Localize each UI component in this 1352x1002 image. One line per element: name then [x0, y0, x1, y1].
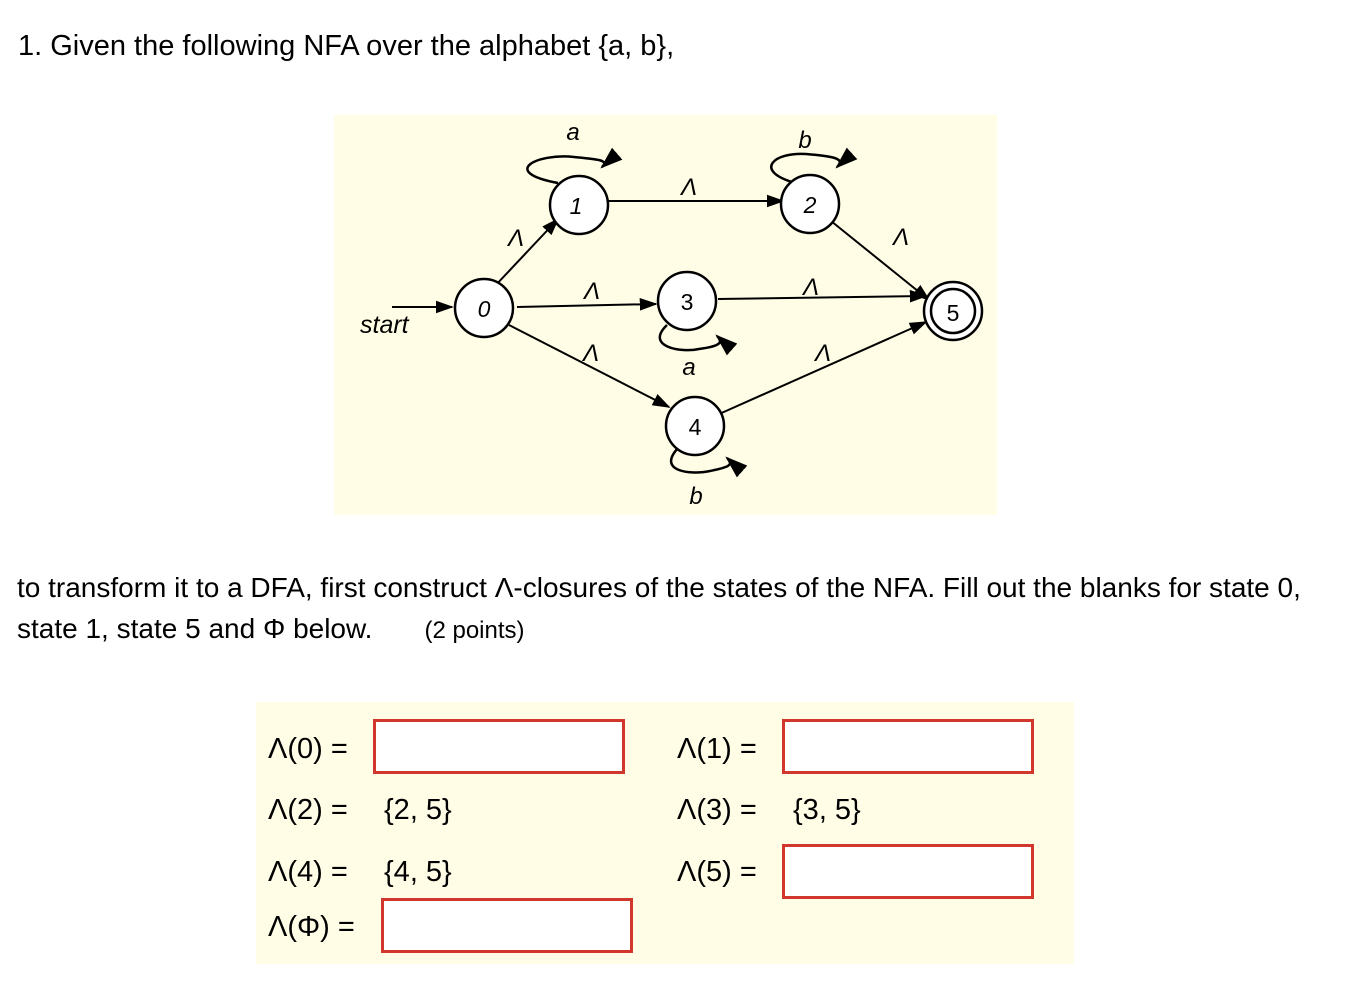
instructions-text: to transform it to a DFA, first construc…: [17, 572, 1301, 644]
state-1: 1: [548, 174, 610, 236]
edge-label-3-5: Λ: [801, 274, 819, 301]
edge-label-4-4: b: [689, 483, 702, 510]
edge-3-5: [717, 289, 928, 303]
edge-label-3-3: a: [682, 354, 695, 381]
edge-0-4: [508, 324, 671, 408]
closure-4-value: {4, 5}: [384, 856, 452, 888]
closure-2-value: {2, 5}: [384, 794, 452, 826]
state-2: 2: [779, 173, 841, 235]
points-label: (2 points): [424, 617, 525, 644]
closure-1-label: Λ(1) =: [677, 733, 757, 765]
edge-label-2-5: Λ: [891, 224, 909, 251]
state-2-label: 2: [803, 192, 817, 218]
edge-label-1-2: Λ: [679, 174, 697, 201]
state-3-label: 3: [681, 289, 694, 315]
closure-4-label: Λ(4) =: [268, 856, 348, 888]
closure-3-value: {3, 5}: [793, 794, 861, 826]
nfa-diagram: start 0 1 2 3 4: [334, 115, 997, 515]
state-5-label: 5: [947, 300, 960, 326]
edge-label-1-1: a: [566, 119, 579, 146]
edge-label-0-3: Λ: [582, 278, 600, 305]
closure-3-label: Λ(3) =: [677, 794, 757, 826]
nfa-diagram-svg: start 0 1 2 3 4: [360, 119, 984, 510]
state-0: 0: [453, 277, 515, 339]
closure-2-label: Λ(2) =: [268, 794, 348, 826]
closure-5-label: Λ(5) =: [677, 856, 757, 888]
edge-4-5: [716, 321, 928, 416]
edge-label-0-4: Λ: [581, 340, 599, 367]
edge-0-1: [493, 217, 560, 288]
loop-1-a: [526, 147, 623, 185]
state-5-accepting: 5: [922, 280, 984, 342]
loop-2-b: [770, 147, 858, 184]
edge-label-4-5: Λ: [813, 340, 831, 367]
edge-label-2-2: b: [798, 127, 811, 154]
state-4: 4: [664, 395, 726, 457]
state-0-label: 0: [478, 296, 491, 322]
closures-panel: Λ(0) = Λ(2) = {2, 5} Λ(4) = {4, 5} Λ(Φ) …: [256, 702, 1074, 964]
edge-label-0-1: Λ: [506, 225, 524, 252]
closure-0-answer-box[interactable]: [373, 719, 625, 774]
closure-0-label: Λ(0) =: [268, 733, 348, 765]
state-4-label: 4: [689, 414, 702, 440]
closure-phi-label: Λ(Φ) =: [268, 911, 355, 943]
edge-0-3: [516, 298, 658, 311]
loop-3-a: [658, 324, 738, 356]
question-title: 1. Given the following NFA over the alph…: [18, 30, 675, 62]
loop-4-b: [669, 447, 748, 478]
closure-5-answer-box[interactable]: [782, 844, 1034, 899]
state-3: 3: [656, 270, 718, 332]
state-1-label: 1: [570, 193, 583, 219]
edge-2-5: [830, 220, 931, 302]
closure-1-answer-box[interactable]: [782, 719, 1034, 774]
question-instructions: to transform it to a DFA, first construc…: [17, 567, 1337, 651]
start-label: start: [360, 311, 410, 339]
closure-phi-answer-box[interactable]: [381, 898, 633, 953]
